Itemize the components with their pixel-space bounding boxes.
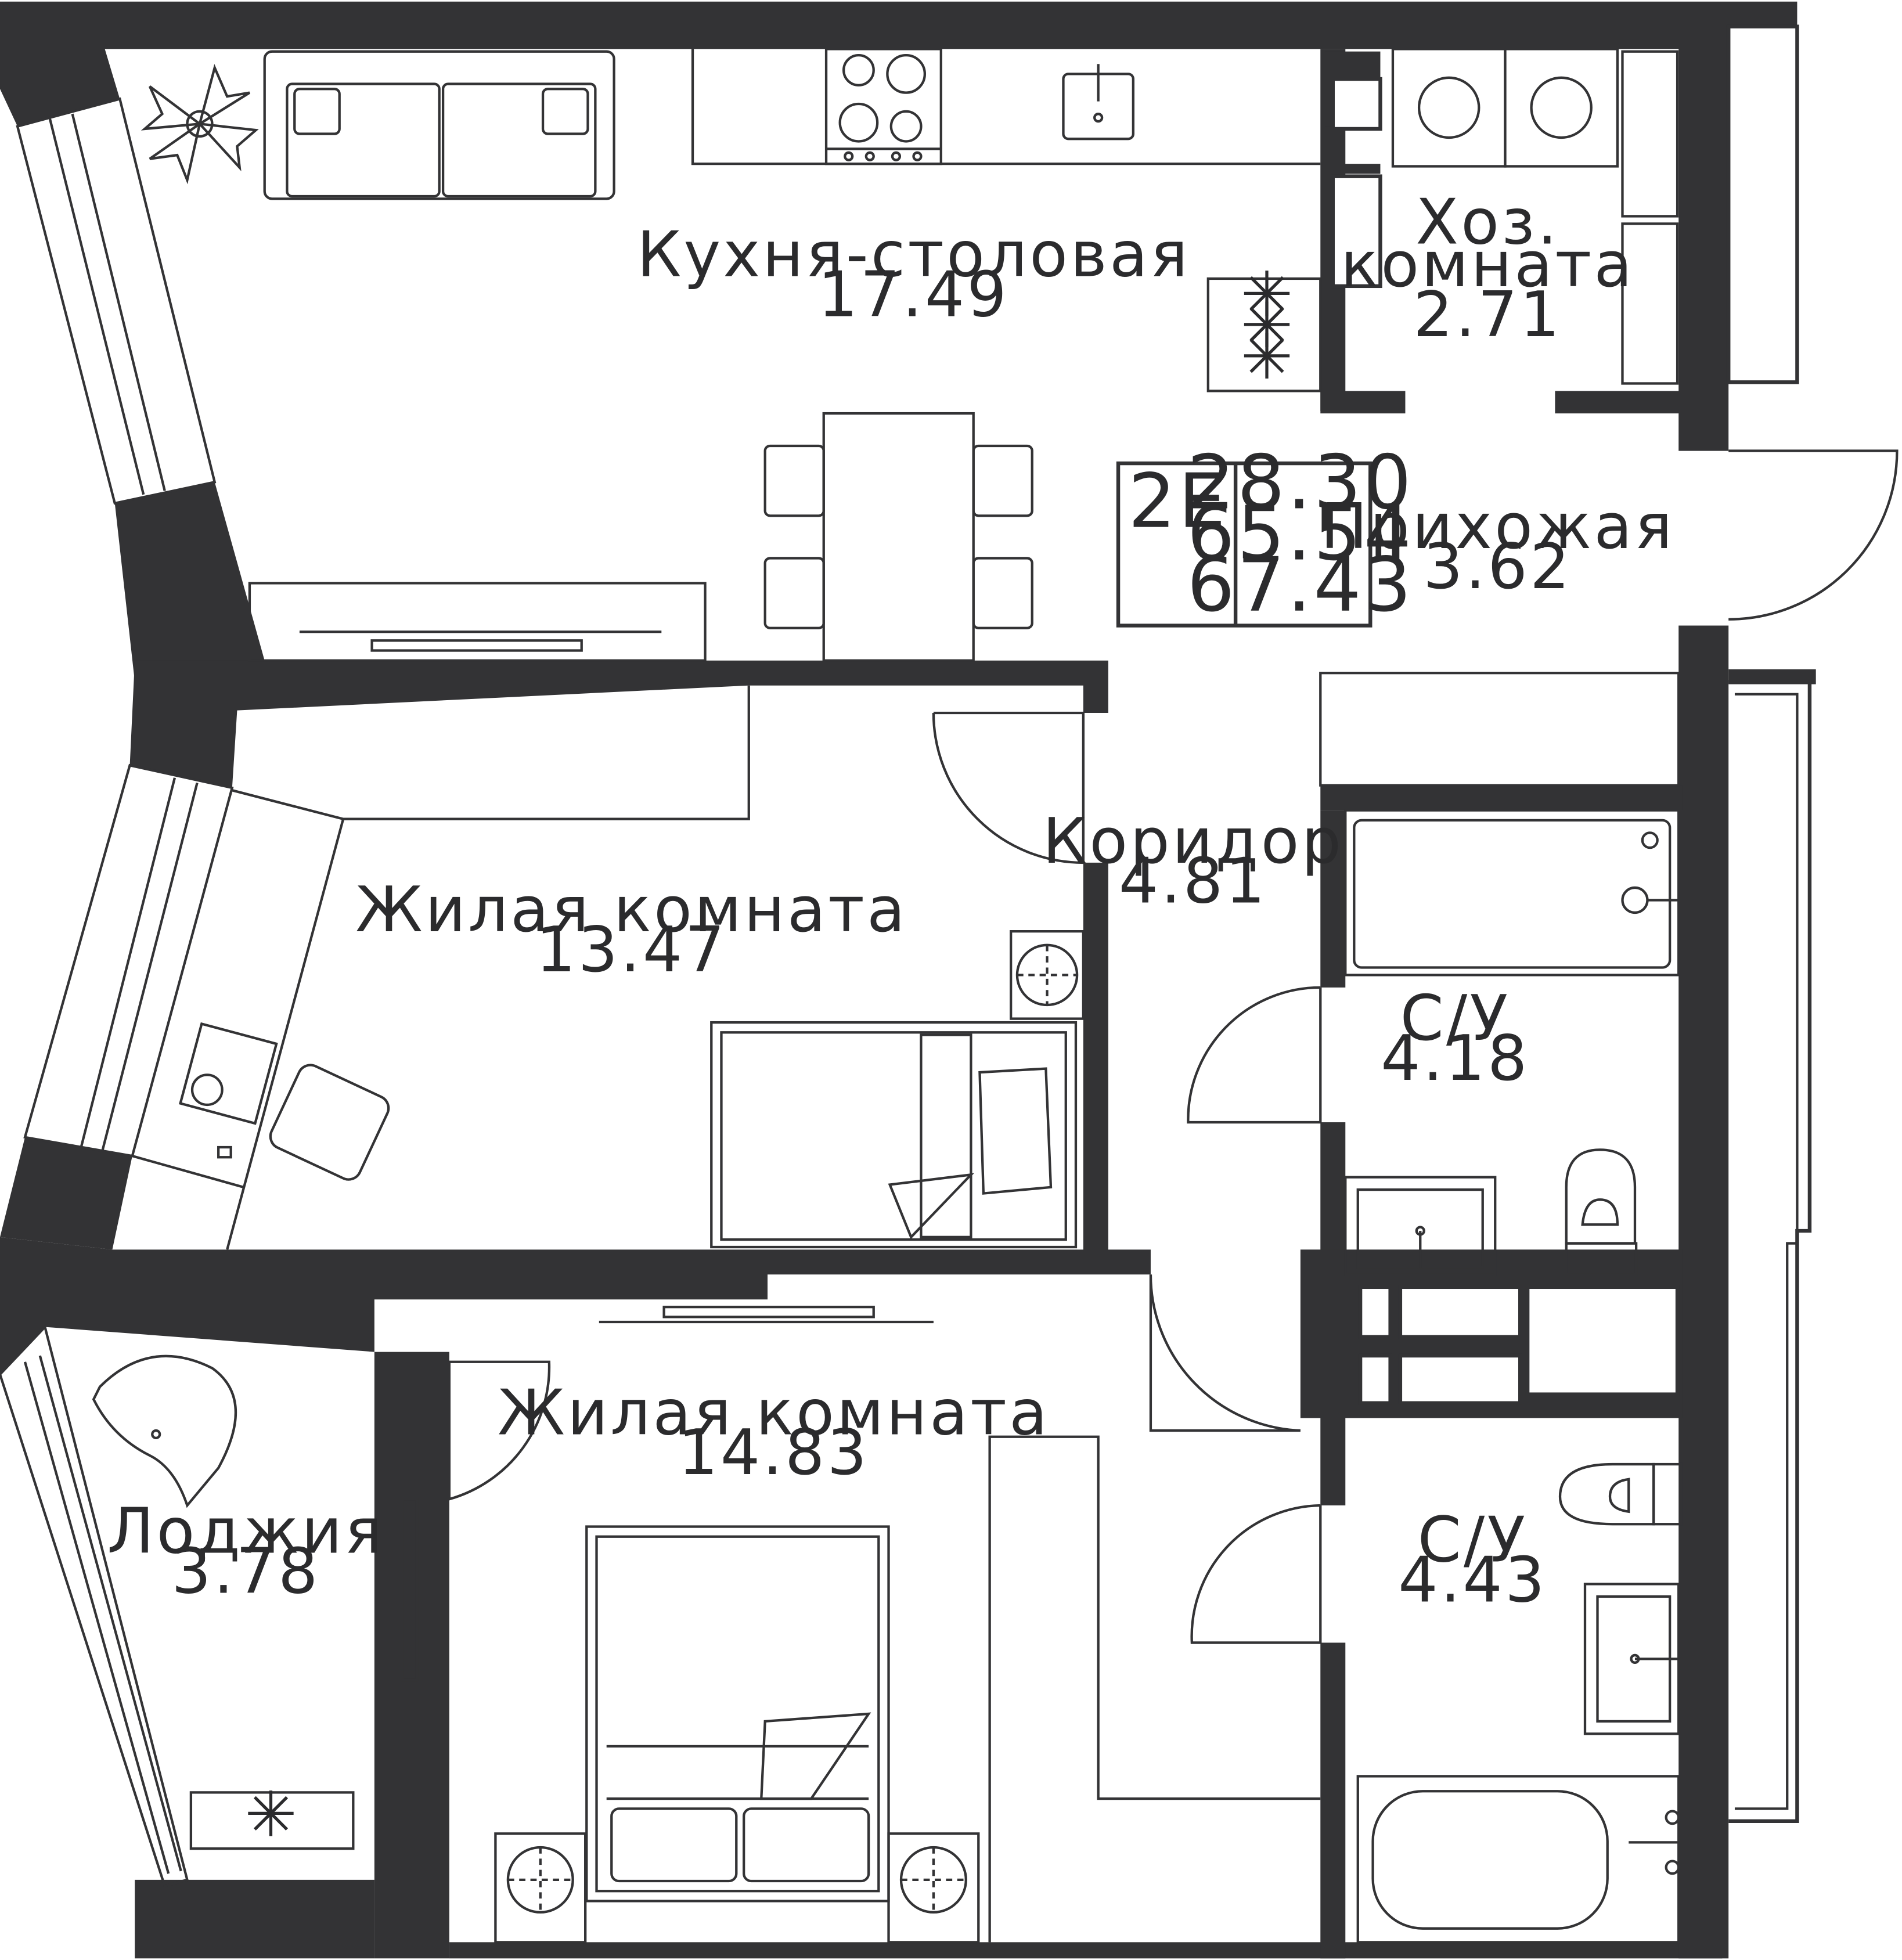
right-facade [1726,24,1812,1824]
nightstand-room1 [1010,930,1085,1020]
wall-bottom [135,1879,374,1959]
tv-stand-kitchen [248,582,707,662]
toilet-1 [1565,1148,1637,1245]
wall-bath1-top [1320,785,1683,810]
doors [448,449,1899,1644]
wall-mid-horizontal [0,862,1151,1375]
entrance-door [1728,449,1899,621]
shaft-cutouts [1331,77,1680,1405]
room-name-utility-2: комната [1341,229,1634,301]
dining-table [822,412,975,662]
stove [824,48,942,165]
bed-room2 [585,1525,890,1903]
svg-text:✳: ✳ [1241,258,1295,331]
room-area-corridor: 4.81 [1119,845,1267,918]
area-value-1: 28.30 [1187,439,1414,526]
room-name-hallway: Прихожая [1321,491,1675,563]
room-area-bath2: 4.43 [1398,1544,1547,1617]
room-name-bath1: С/У [1400,982,1511,1055]
wall-bath2-left-a [1320,1418,1346,1505]
washer-2 [1504,48,1619,168]
bathtub-1 [1344,809,1680,977]
windows [0,97,419,1888]
washer-1 [1391,48,1507,168]
wall-utility-bottom-right [1555,391,1680,414]
nightstand-room2-left [494,1832,587,1944]
sofa [263,50,615,200]
armchair [92,1354,237,1508]
wall-bath1-left-a [1320,810,1346,988]
wall-left-middle [0,1137,132,1250]
room-name-bedroom1: Жилая комната [355,874,907,946]
room-area-utility: 2.71 [1413,279,1562,351]
room-name-loggia: Лоджия [107,1496,384,1568]
room-name-bath2: С/У [1418,1504,1528,1577]
kitchen-counter [691,49,1321,165]
wall-loggia-divider [374,1352,449,1959]
room-area-hallway: 3.62 [1423,531,1572,603]
walls [0,1,1816,1959]
wall-bath1-left-b [1320,1122,1346,1275]
apartment-type: 2Е [1128,458,1228,545]
room-area-bedroom1: 13.47 [536,914,727,986]
furniture: ✳ ✳ ✳ [92,48,1683,1944]
svg-text:✳: ✳ [1241,321,1295,394]
room-name-bedroom2: Жилая комната [498,1377,1050,1449]
door-bedroom2 [1149,1274,1301,1432]
door-bedroom1 [932,711,1085,864]
nightstand-room2-right [887,1832,980,1944]
wall-shaft-cell-2 [1325,164,1381,174]
bed-room1 [710,1021,1078,1249]
laptop [179,1022,278,1125]
room-labels: Кухня-столовая 17.49 Хоз. комната 2.71 П… [107,186,1675,1617]
toilet-2 [1558,1462,1655,1526]
wall-bath2-left-b [1320,1642,1346,1959]
plant [141,64,259,185]
door-loggia [448,1360,551,1501]
loggia-table [189,1791,355,1850]
area-value-2: 65.54 [1187,491,1414,578]
hall-closet [1319,672,1680,787]
room-name-corridor: Коридор [1043,805,1343,878]
shelf-utility [1621,50,1679,218]
room-area-loggia: 3.78 [171,1535,320,1608]
desk [226,789,345,1250]
wall-kitchen-bottom [129,660,1108,788]
fridge [1206,277,1322,392]
room-name-utility: Хоз. [1415,186,1559,259]
wall-top [0,1,1797,451]
room-area-bedroom2: 14.83 [678,1417,869,1489]
wall-bottom-right [449,1942,1723,1959]
room-area-bath1: 4.18 [1381,1022,1529,1095]
office-chair [269,1064,390,1181]
wall-utility-bottom-left [1320,391,1406,414]
svg-text:✳: ✳ [1241,290,1295,362]
svg-text:✳: ✳ [244,1779,299,1851]
room-name-kitchen: Кухня-столовая [637,219,1190,291]
room-area-kitchen: 17.49 [818,258,1009,331]
area-value-3: 67.43 [1187,542,1414,629]
apartment-summary: 2Е 28.30 65.54 67.43 [1116,439,1414,629]
wardrobe [988,1435,1321,1943]
sink-bath1 [1344,1176,1497,1276]
bathtub-2 [1356,1775,1680,1944]
wall-right-outer [1678,625,1729,1959]
door-bath2 [1190,1504,1322,1644]
door-bath1 [1187,986,1322,1124]
wall-left-upper [114,482,265,682]
